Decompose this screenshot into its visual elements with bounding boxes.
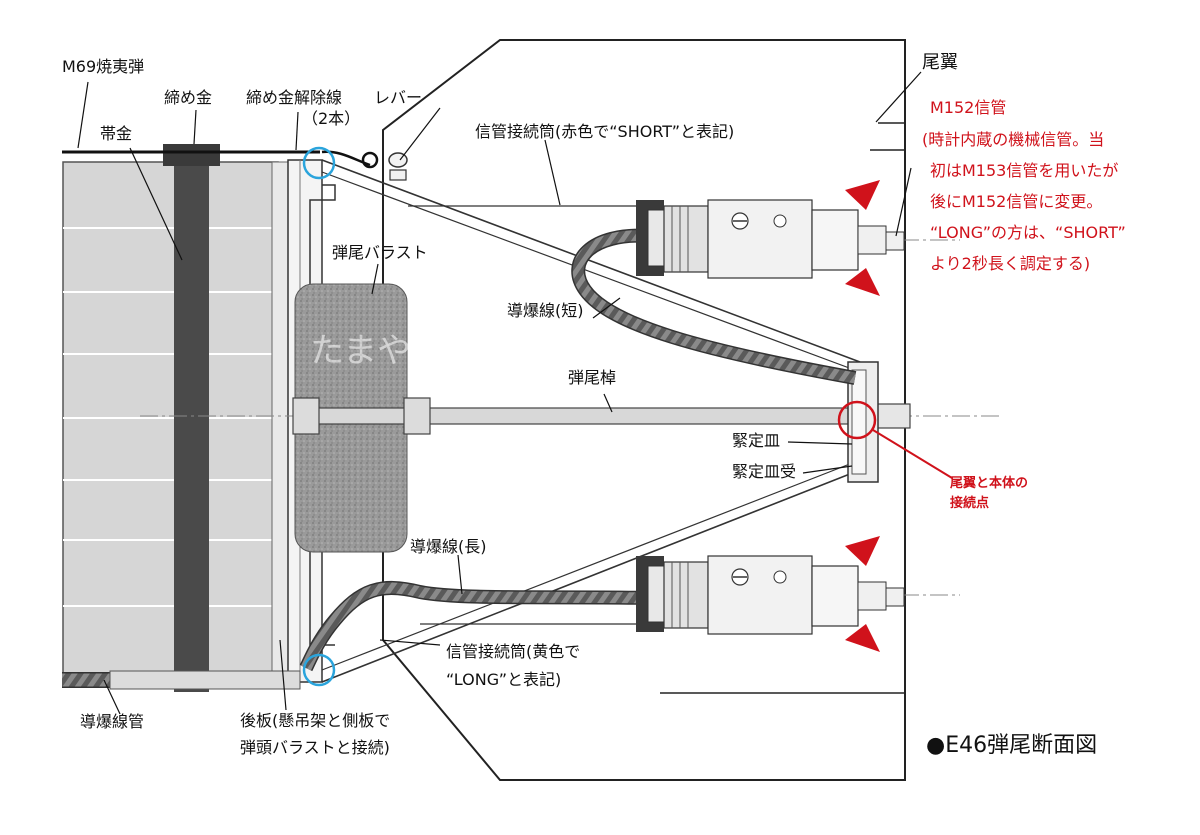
label-det-cord-long: 導爆線(長) xyxy=(410,537,487,556)
label-fuze-note-1: (時計内蔵の機械信管。当 xyxy=(922,130,1104,149)
leader-lines xyxy=(77,71,953,715)
cord-exit-highlight xyxy=(302,653,336,687)
label-clamp: 締め金 xyxy=(164,88,212,107)
label-tail-ballast: 弾尾バラスト xyxy=(332,243,428,262)
fuze-lower xyxy=(636,536,960,652)
label-tail-fin: 尾翼 xyxy=(922,52,958,73)
label-fuze-title: M152信管 xyxy=(930,98,1006,117)
watermark-text: たまや xyxy=(310,331,411,371)
fuze-upper xyxy=(636,180,960,296)
label-back-plate-2: 弾頭バラストと接続) xyxy=(240,738,390,757)
label-tail-rod: 弾尾棹 xyxy=(568,368,616,387)
label-det-cord-short: 導爆線(短) xyxy=(507,301,584,320)
clamp-release-highlight xyxy=(302,146,336,180)
label-lever: レバー xyxy=(374,88,422,107)
label-band: 帯金 xyxy=(100,124,132,143)
tail-rod xyxy=(140,397,1000,435)
label-fuze-tube-long-2: “LONG”と表記) xyxy=(446,670,561,689)
label-fuze-tube-short: 信管接続筒(赤色で“SHORT”と表記) xyxy=(475,122,734,141)
label-fuze-note-3: 後にM152信管に変更。 xyxy=(930,192,1102,211)
label-det-cord-pipe: 導爆線管 xyxy=(80,712,144,731)
label-release-wire: 締め金解除線 xyxy=(246,88,342,107)
clamp-block xyxy=(163,144,220,166)
lever-assembly xyxy=(321,150,408,181)
label-back-plate-1: 後板(懸吊架と側板で xyxy=(240,711,390,730)
label-fuze-tube-long-1: 信管接続筒(黄色で xyxy=(446,642,580,661)
label-fuze-note-2: 初はM153信管を用いたが xyxy=(930,161,1118,180)
fin-struts xyxy=(321,159,879,683)
label-fuze-note-4: “LONG”の方は、“SHORT” xyxy=(930,223,1126,242)
label-lock-plate: 緊定皿 xyxy=(732,431,780,450)
band-strap xyxy=(174,150,209,692)
label-fuze-note-5: より2秒長く調定する) xyxy=(930,254,1090,273)
joint-point-highlight xyxy=(837,400,877,440)
bomblet-cluster xyxy=(62,161,289,681)
label-release-wire-count: （2本） xyxy=(302,109,360,128)
detonating-cords xyxy=(62,228,857,690)
label-joint-1: 尾翼と本体の xyxy=(950,475,1028,491)
label-joint-2: 接続点 xyxy=(950,495,989,511)
label-m69: M69焼夷弾 xyxy=(62,57,144,76)
figure-title: ●E46弾尾断面図 xyxy=(926,733,1097,758)
label-lock-plate-seat: 緊定皿受 xyxy=(732,462,796,481)
